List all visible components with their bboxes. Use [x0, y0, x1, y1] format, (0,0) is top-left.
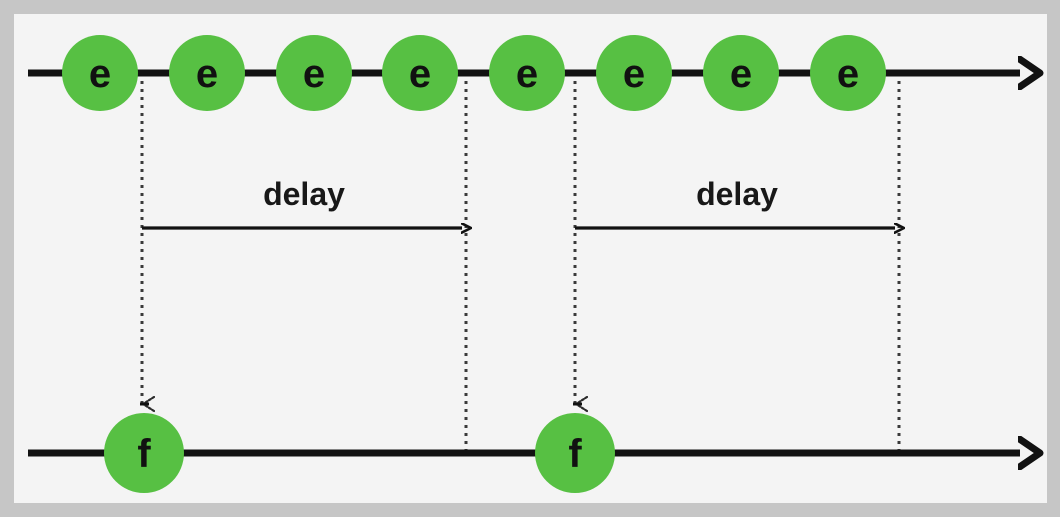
- delay-label-2: delay: [696, 176, 778, 212]
- event-node[interactable]: e: [810, 35, 886, 111]
- node-circle[interactable]: [169, 35, 245, 111]
- emitted-node[interactable]: f: [535, 413, 615, 493]
- node-circle[interactable]: [596, 35, 672, 111]
- node-circle[interactable]: [810, 35, 886, 111]
- event-node[interactable]: e: [382, 35, 458, 111]
- event-node[interactable]: e: [489, 35, 565, 111]
- node-circle[interactable]: [276, 35, 352, 111]
- emitted-node[interactable]: f: [104, 413, 184, 493]
- event-node[interactable]: e: [276, 35, 352, 111]
- event-node[interactable]: e: [596, 35, 672, 111]
- node-circle[interactable]: [703, 35, 779, 111]
- event-node[interactable]: e: [703, 35, 779, 111]
- node-circle[interactable]: [104, 413, 184, 493]
- node-circle[interactable]: [382, 35, 458, 111]
- event-node[interactable]: e: [169, 35, 245, 111]
- node-circle[interactable]: [62, 35, 138, 111]
- node-circle[interactable]: [489, 35, 565, 111]
- delay-arrows-group: delay delay: [142, 176, 895, 228]
- delay-label-1: delay: [263, 176, 345, 212]
- node-circle[interactable]: [535, 413, 615, 493]
- event-node[interactable]: e: [62, 35, 138, 111]
